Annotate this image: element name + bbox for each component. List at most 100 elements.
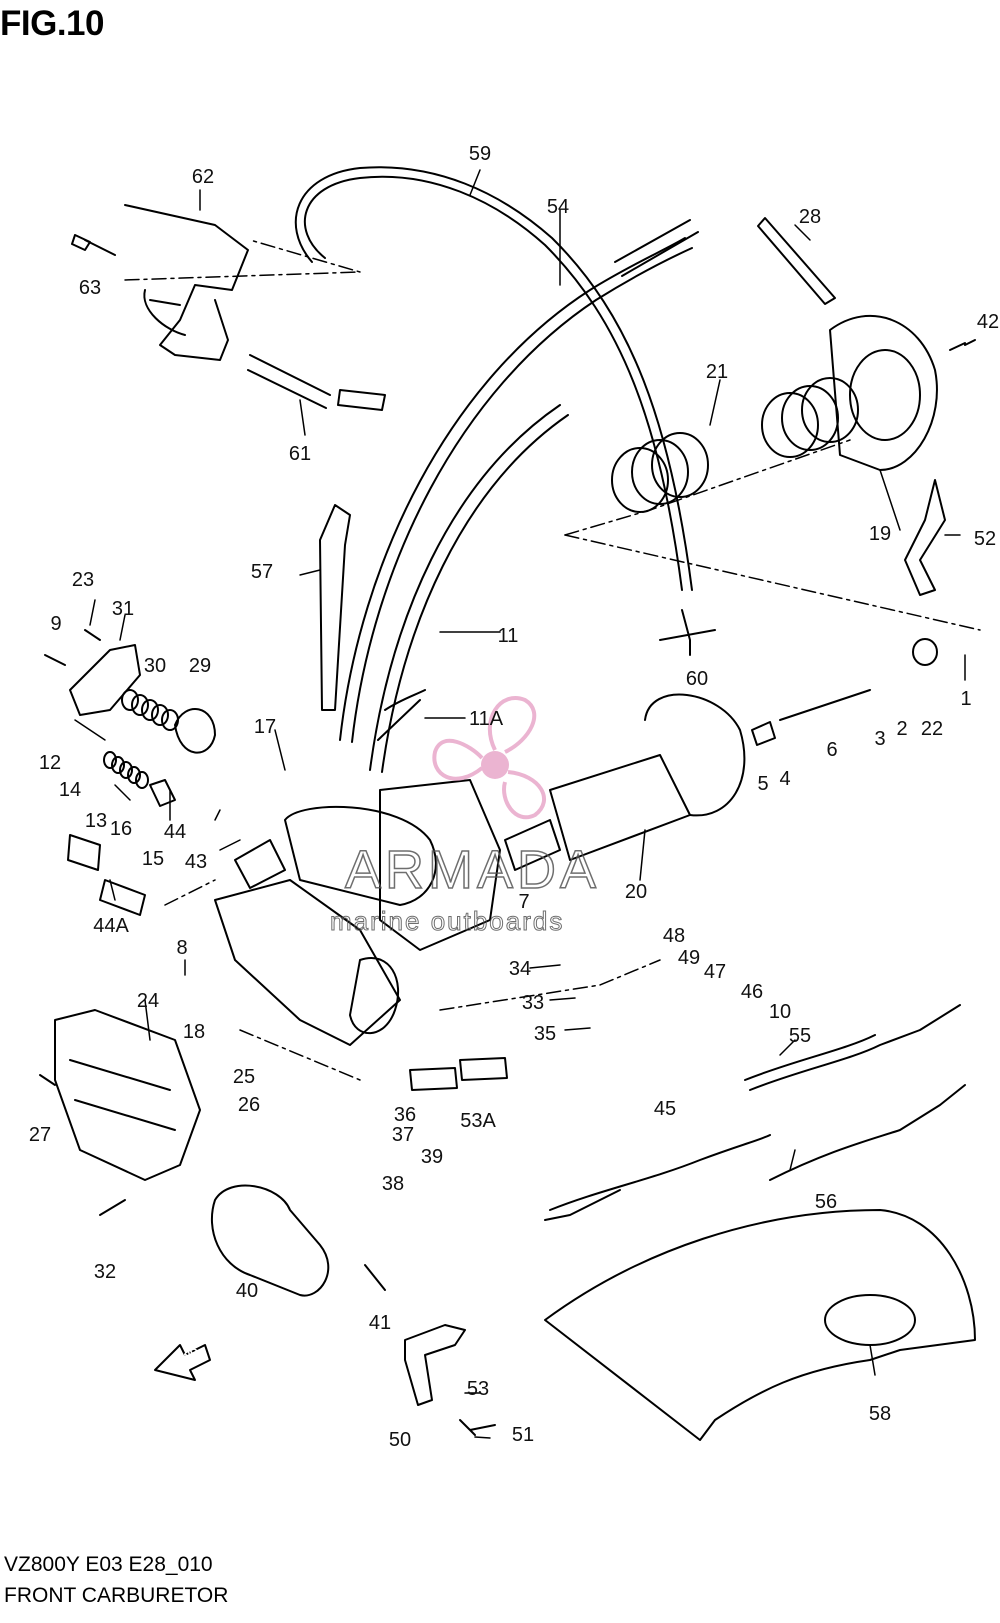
- part-label-16: 16: [110, 818, 132, 840]
- hose-11b: [381, 414, 569, 773]
- part-label-63: 63: [79, 277, 101, 299]
- part-label-8: 8: [176, 937, 187, 959]
- hose-53a: [409, 1057, 508, 1091]
- hose-61: [247, 354, 386, 411]
- part-label-52: 52: [974, 528, 996, 550]
- part-label-41: 41: [369, 1312, 391, 1334]
- cable-56: [769, 1084, 966, 1181]
- diaphragm-29: [174, 708, 216, 754]
- part-label-34: 34: [509, 958, 531, 980]
- part-label-45: 45: [654, 1098, 676, 1120]
- cable-55b: [744, 1034, 876, 1081]
- part-label-22: 22: [921, 718, 943, 740]
- part-label-58: 58: [869, 1403, 891, 1425]
- bracket-28: [757, 217, 836, 305]
- part-label-1: 1: [960, 688, 971, 710]
- model-code: VZ800Y E03 E28_010: [4, 1553, 213, 1576]
- spring-30: [121, 689, 179, 731]
- part-label-4: 4: [779, 768, 790, 790]
- part-label-33: 33: [522, 992, 544, 1014]
- part-label-30: 30: [144, 655, 166, 677]
- part-label-51: 51: [512, 1424, 534, 1446]
- part-label-32: 32: [94, 1261, 116, 1283]
- part-label-54: 54: [547, 196, 569, 218]
- part-label-20: 20: [625, 881, 647, 903]
- strap-57: [319, 504, 351, 711]
- section-name: FRONT CARBURETOR: [4, 1584, 229, 1607]
- bracket-53: [404, 1324, 466, 1406]
- part-label-39: 39: [421, 1146, 443, 1168]
- part-label-31: 31: [112, 598, 134, 620]
- spring-21: [611, 377, 859, 513]
- part-label-59: 59: [469, 143, 491, 165]
- part-label-37: 37: [392, 1124, 414, 1146]
- part-label-62: 62: [192, 166, 214, 188]
- part-label-11a: 11A: [469, 708, 504, 730]
- part-label-15: 15: [142, 848, 164, 870]
- part-label-13: 13: [85, 810, 107, 832]
- fwd-arrow: [154, 1344, 211, 1381]
- armada-watermark: ARMADA marine outboards: [330, 696, 600, 937]
- part-label-24: 24: [137, 990, 159, 1012]
- part-label-49: 49: [678, 947, 700, 969]
- part-label-61: 61: [289, 443, 311, 465]
- hose-44a: [67, 834, 146, 916]
- diaphragm-20: [644, 693, 746, 817]
- needle-6: [779, 689, 871, 721]
- cover-31: [69, 644, 141, 716]
- boot-54: [614, 219, 699, 277]
- part-label-55: 55: [789, 1025, 811, 1047]
- float-40: [210, 1184, 330, 1297]
- part-label-43: 43: [185, 851, 207, 873]
- part-label-10: 10: [769, 1001, 791, 1023]
- hose-11: [369, 404, 561, 771]
- part-label-53: 53: [467, 1378, 489, 1400]
- cable-54b: [351, 247, 693, 743]
- part-label-53a: 53A: [460, 1110, 496, 1132]
- part-label-36: 36: [394, 1104, 416, 1126]
- part-label-60: 60: [686, 668, 708, 690]
- float-bowl-24: [54, 1009, 201, 1181]
- cable-55: [749, 1004, 961, 1091]
- cable-54: [339, 237, 686, 741]
- part-label-27: 27: [29, 1124, 51, 1146]
- pump-62: [124, 204, 249, 361]
- cable-56b: [549, 1134, 771, 1211]
- watermark-brand: ARMADA: [345, 840, 600, 900]
- screws: [39, 234, 976, 1436]
- spring-5: [751, 721, 776, 746]
- leader-lines: [74, 169, 966, 1439]
- part-label-25: 25: [233, 1066, 255, 1088]
- carb-body-7: [284, 805, 437, 906]
- hose-59: [303, 175, 683, 591]
- part-label-26: 26: [238, 1094, 260, 1116]
- part-label-7: 7: [518, 891, 529, 913]
- part-label-38: 38: [382, 1173, 404, 1195]
- part-label-35: 35: [534, 1023, 556, 1045]
- part-label-3: 3: [874, 728, 885, 750]
- spring-16: [103, 751, 149, 789]
- part-label-44: 44: [164, 821, 186, 843]
- part-label-28: 28: [799, 206, 821, 228]
- part-label-47: 47: [704, 961, 726, 983]
- valve-15: [149, 779, 176, 807]
- part-label-57: 57: [251, 561, 273, 583]
- part-label-50: 50: [389, 1429, 411, 1451]
- part-label-21: 21: [706, 361, 728, 383]
- part-label-14: 14: [59, 779, 81, 801]
- part-label-5: 5: [757, 773, 768, 795]
- alignment-lines: [124, 239, 981, 1081]
- part-label-44a: 44A: [93, 915, 129, 937]
- part-label-42: 42: [977, 311, 999, 333]
- figure-title: FIG.10: [0, 4, 104, 43]
- part-label-11: 11: [498, 625, 519, 647]
- part-label-40: 40: [236, 1280, 258, 1302]
- part-label-46: 46: [741, 981, 763, 1003]
- hose-59-inner: [294, 166, 693, 591]
- shield-58: [544, 1209, 976, 1441]
- part-label-18: 18: [183, 1021, 205, 1043]
- hose-11a: [377, 689, 426, 741]
- part-label-9: 9: [50, 613, 61, 635]
